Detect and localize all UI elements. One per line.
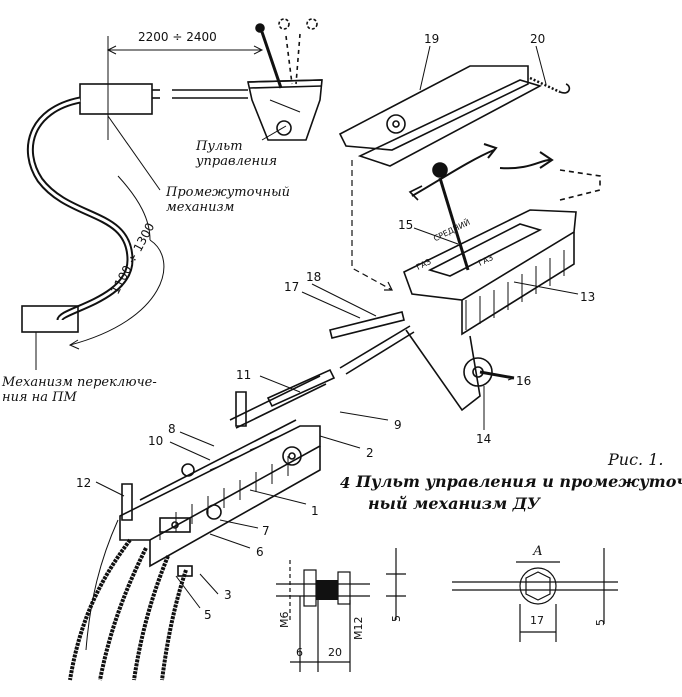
- part-9-label: 9: [394, 418, 402, 432]
- part-14-label: 14: [476, 432, 492, 446]
- part-2-label: 2: [366, 446, 374, 460]
- dim-m12: М12: [352, 616, 365, 641]
- connecting-rod: [79, 83, 248, 115]
- rods: [229, 311, 415, 429]
- part-16-label: 16: [516, 374, 532, 388]
- part-1-label: 1: [311, 504, 319, 518]
- main-mechanism: [119, 391, 321, 577]
- intermediate-mechanism-label: Промежуточный механизм: [166, 185, 291, 215]
- figure-caption-line2: ный механизм ДУ: [368, 494, 540, 513]
- part-6-label: 6: [256, 545, 264, 559]
- part-19-label: 19: [424, 32, 440, 46]
- figure-caption-line1: Пульт управления и промежуточ-: [356, 472, 682, 491]
- part-15-label: 15: [398, 218, 414, 232]
- part-7-label: 7: [262, 524, 270, 538]
- part-3-label: 3: [224, 588, 232, 602]
- detail-bolt: [276, 548, 406, 672]
- dim-6: 6: [296, 646, 303, 659]
- part-11-label: 11: [236, 368, 252, 382]
- part-12-label: 12: [76, 476, 92, 490]
- dim-5-right: 5: [594, 619, 607, 626]
- part-5-label: 5: [204, 608, 212, 622]
- dim-m6: М6: [278, 611, 291, 629]
- bottom-cables: [68, 519, 188, 681]
- part-17-label: 17: [284, 280, 300, 294]
- control-panel-label: Пульт управления: [196, 139, 278, 169]
- dimension-2200-2400-label: 2200 ÷ 2400: [138, 30, 217, 44]
- detail-a: [452, 548, 618, 642]
- part-20-label: 20: [530, 32, 546, 46]
- part-18-label: 18: [306, 270, 322, 284]
- dim-5-left: 5: [390, 615, 403, 622]
- intermediate-mechanism: [403, 143, 601, 412]
- part-leaders: [95, 45, 579, 609]
- figure-number: 4: [340, 474, 351, 492]
- control-panel: [247, 18, 323, 141]
- part-8-label: 8: [168, 422, 176, 436]
- dimension-2200-2400: [106, 36, 264, 140]
- part-13-label: 13: [580, 290, 596, 304]
- detail-a-label: А: [533, 544, 543, 559]
- control-cable: [21, 96, 165, 370]
- dim-20: 20: [328, 646, 342, 659]
- part-10-label: 10: [148, 434, 164, 448]
- dim-17: 17: [530, 614, 544, 627]
- switch-mechanism-label: Механизм переключе- ния на ПМ: [2, 375, 157, 405]
- figure-ref: Рис. 1.: [608, 450, 664, 469]
- lever-19-20: [338, 65, 571, 167]
